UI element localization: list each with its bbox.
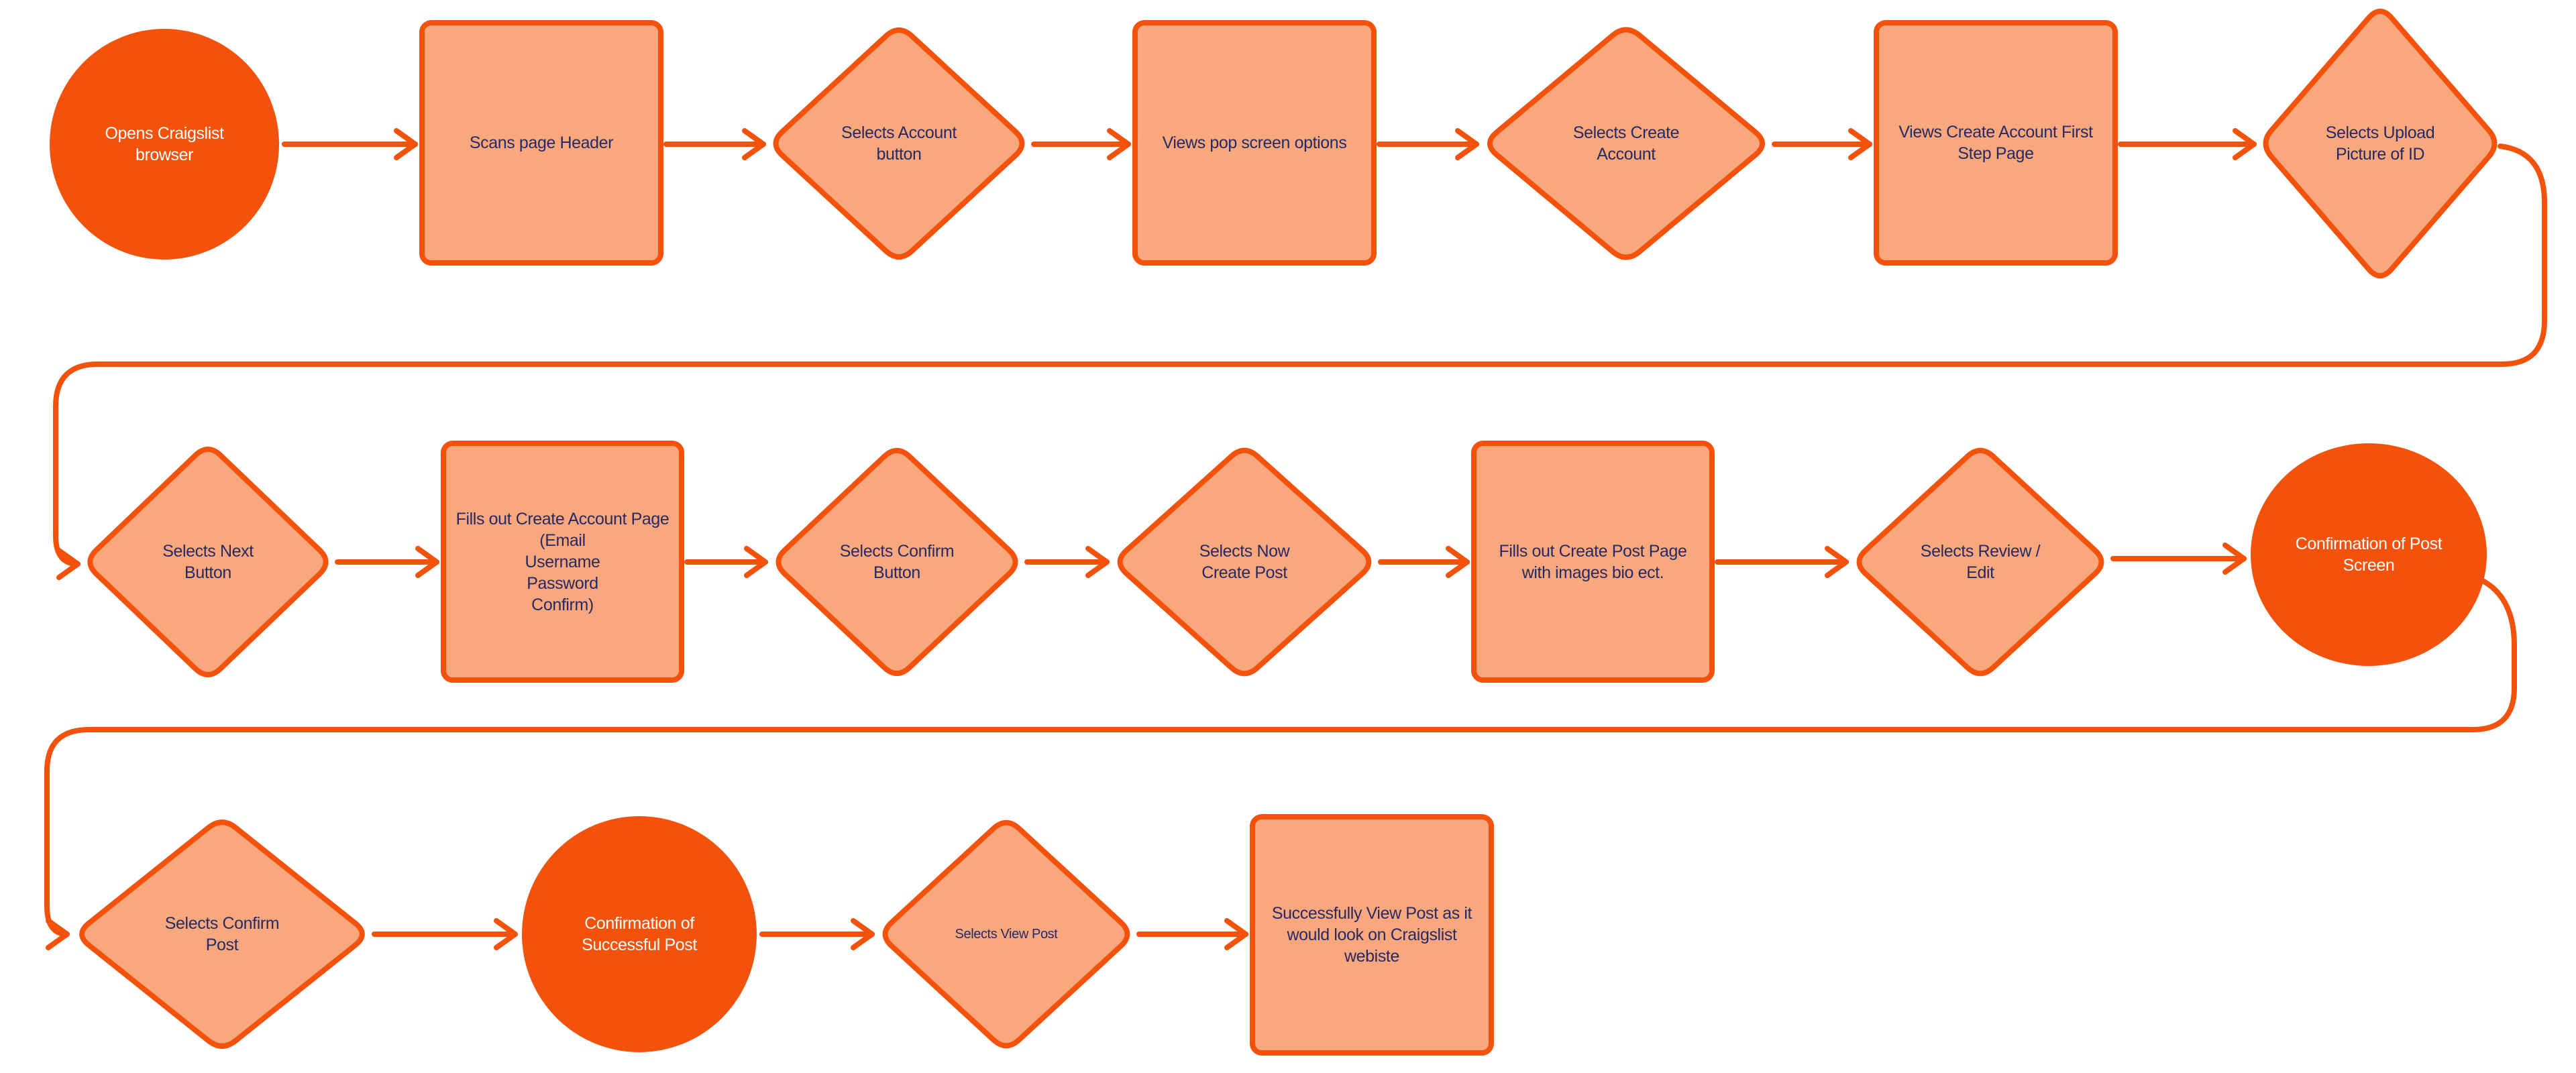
decision-selects-view-post — [882, 820, 1130, 1049]
decision-selects-review-edit — [1856, 447, 2104, 677]
decision-selects-next-button — [87, 447, 329, 677]
process-scans-page-header — [419, 20, 663, 266]
edge-wrap-row2-to-row3 — [44, 578, 2517, 950]
process-fills-out-create-account-page — [441, 441, 684, 683]
decision-selects-now-create-post — [1117, 447, 1372, 677]
process-fills-out-create-post-page — [1471, 441, 1715, 683]
edge-wrap-row1-to-row2 — [53, 144, 2547, 580]
process-successfully-view-post — [1250, 814, 1494, 1056]
terminator-confirmation-of-successful-post — [522, 816, 757, 1052]
decision-selects-confirm-button — [775, 447, 1018, 677]
decision-selects-account-button — [773, 27, 1025, 260]
start-node-opens-craigslist-browser — [50, 29, 279, 260]
decision-selects-create-account — [1487, 27, 1765, 260]
process-views-pop-screen-options — [1132, 20, 1377, 266]
decision-selects-upload-picture-of-id — [2263, 8, 2498, 279]
decision-selects-confirm-post — [79, 820, 365, 1049]
process-views-create-account-first-step-page — [1874, 20, 2118, 266]
terminator-confirmation-of-post-screen — [2251, 443, 2487, 666]
